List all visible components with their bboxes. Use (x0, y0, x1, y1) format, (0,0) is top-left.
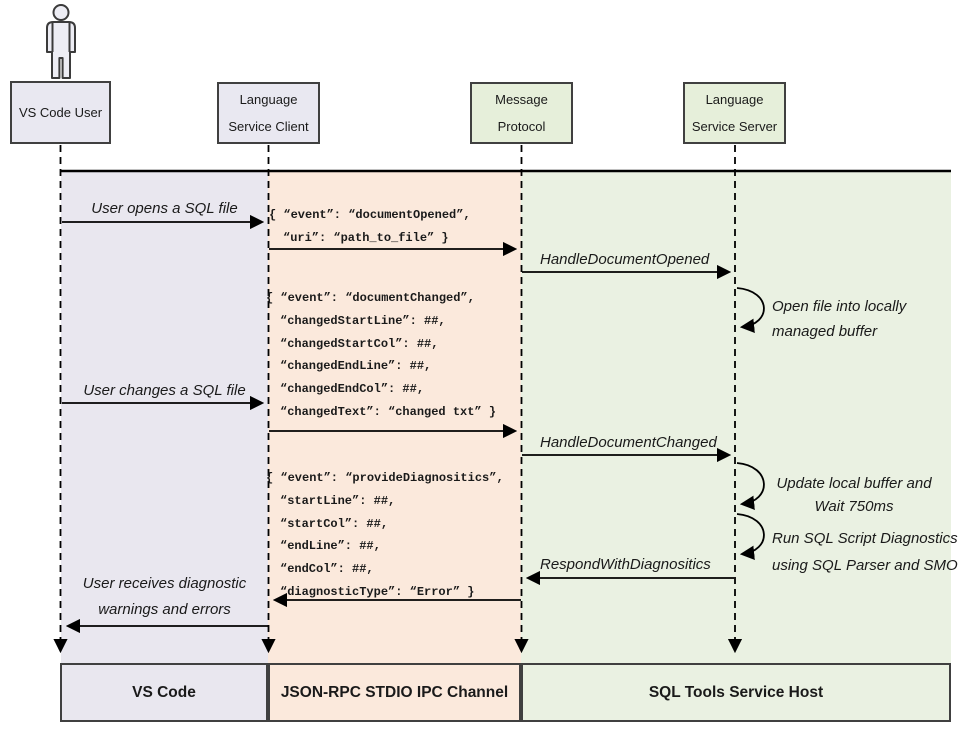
note-handle-document-changed: HandleDocumentChanged (540, 434, 717, 451)
message-protocol-label-line1: Message (495, 92, 548, 107)
payload-line: “changedEndLine”: ##, (280, 359, 432, 374)
user-actor-icon (46, 4, 76, 79)
payload-line: “changedStartCol”: ##, (280, 336, 439, 351)
lane-vs-code (61, 172, 268, 663)
note-user-receives-line2: warnings and errors (98, 601, 231, 618)
note-update-buffer-wait: Update local buffer and Wait 750ms (770, 472, 938, 518)
message-protocol-label-line2: Protocol (497, 119, 546, 134)
note-open-file-buffer: Open file into locally managed buffer (772, 294, 906, 344)
loop-run-diagnostics (736, 513, 765, 560)
payload-line: { “event”: “documentOpened”, (269, 208, 471, 222)
payload-line: “changedEndCol”: ##, (280, 382, 425, 397)
payload-document-opened: { “event”: “documentOpened”, “uri”: “pat… (269, 204, 471, 250)
payload-line: “endCol”: ##, (280, 562, 374, 577)
note-user-opens-file: User opens a SQL file (91, 200, 238, 217)
note-open-file-line2: managed buffer (772, 323, 878, 340)
payload-line: { “event”: “documentChanged”, (266, 291, 475, 305)
note-open-file-line1: Open file into locally (772, 298, 907, 315)
payload-line: “startLine”: ##, (280, 493, 396, 508)
lane-ipc-channel (268, 172, 521, 663)
note-user-receives-line1: User receives diagnostic (82, 575, 247, 592)
payload-line: “uri”: “path_to_file” } (283, 230, 449, 245)
payload-provide-diagnostics: { “event”: “provideDiagnositics”, “start… (266, 467, 504, 604)
service-client-label-line2: Service Client (228, 119, 309, 134)
note-handle-document-opened: HandleDocumentOpened (540, 251, 710, 268)
note-update-buffer-line1: Update local buffer and (776, 475, 932, 492)
header-box-service-client: Language Service Client (217, 82, 320, 144)
payload-document-changed: { “event”: “documentChanged”, “changedSt… (266, 287, 496, 424)
payload-line: “diagnosticType”: “Error” } (280, 584, 475, 599)
payload-line: “endLine”: ##, (280, 539, 381, 554)
payload-line: “changedStartLine”: ##, (280, 313, 446, 328)
payload-line: “startCol”: ##, (280, 516, 389, 531)
note-user-changes-file: User changes a SQL file (83, 382, 246, 399)
ipc-channel-lane-label: JSON-RPC STDIO IPC Channel (280, 683, 509, 701)
note-respond-with-diagnostics: RespondWithDiagnositics (540, 556, 711, 573)
service-client-label-line1: Language (239, 92, 298, 107)
bottom-box-vs-code: VS Code (60, 663, 268, 722)
note-user-receives-diagnostics: User receives diagnostic warnings and er… (61, 571, 268, 623)
header-box-service-server: Language Service Server (683, 82, 786, 144)
note-update-buffer-line2: Wait 750ms (814, 498, 894, 515)
note-run-diagnostics-line1: Run SQL Script Diagnostics (772, 530, 958, 547)
service-host-lane-label: SQL Tools Service Host (648, 683, 824, 701)
bottom-box-service-host: SQL Tools Service Host (521, 663, 951, 722)
payload-line: “changedText”: “changed txt” } (280, 404, 497, 419)
lane-service-host (521, 172, 951, 663)
header-box-vs-code-user: VS Code User (10, 81, 111, 144)
service-server-label-line2: Service Server (691, 119, 778, 134)
payload-line: { “event”: “provideDiagnositics”, (266, 471, 504, 485)
vs-code-user-label: VS Code User (18, 105, 103, 120)
note-run-diagnostics-line2: using SQL Parser and SMO (772, 557, 958, 574)
service-server-label-line1: Language (705, 92, 764, 107)
bottom-box-ipc-channel: JSON-RPC STDIO IPC Channel (268, 663, 521, 722)
loop-update-buffer-wait (736, 462, 765, 510)
loop-open-file-buffer (736, 287, 765, 333)
note-run-diagnostics: Run SQL Script Diagnostics using SQL Par… (772, 525, 958, 579)
vs-code-lane-label: VS Code (132, 683, 196, 701)
header-box-message-protocol: Message Protocol (470, 82, 573, 144)
